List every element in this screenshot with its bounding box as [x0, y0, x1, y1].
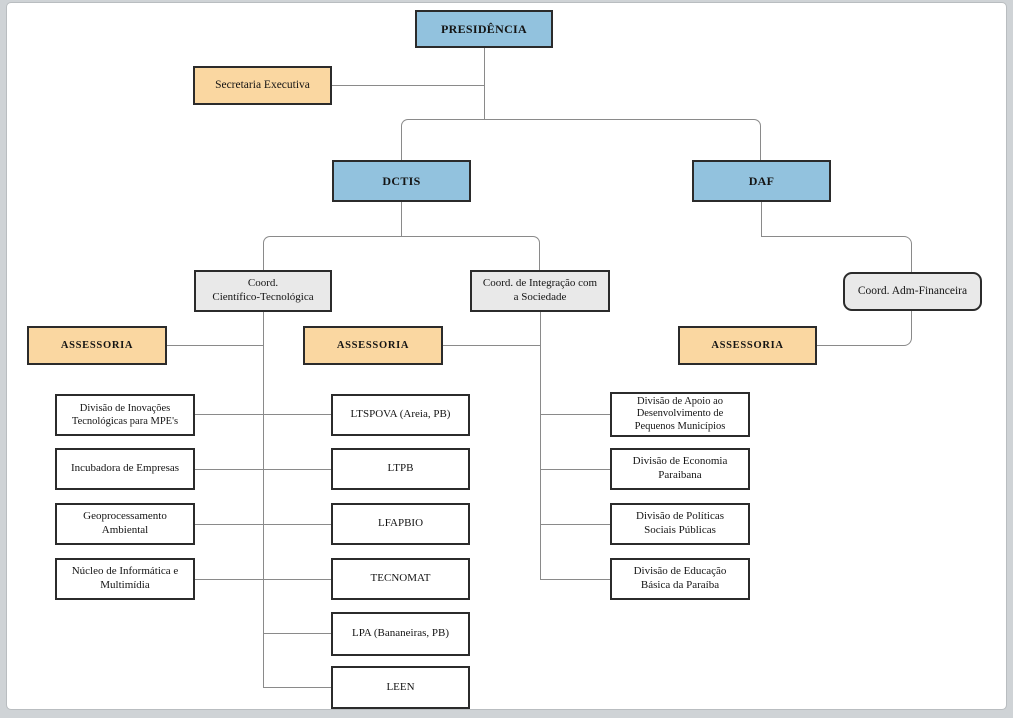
node-lpa: LPA (Bananeiras, PB)	[331, 612, 470, 656]
rung-row-6	[263, 687, 331, 688]
node-divisao-educacao: Divisão de Educação Básica da Paraíba	[610, 558, 750, 600]
node-divisao-apoio-municipios: Divisão de Apoio ao Desenvolvimento de P…	[610, 392, 750, 437]
node-divisao-politicas: Divisão de Políticas Sociais Públicas	[610, 503, 750, 545]
node-tecnomat: TECNOMAT	[331, 558, 470, 600]
node-daf: DAF	[692, 160, 831, 202]
node-assessoria-adm: ASSESSORIA	[678, 326, 817, 365]
node-incubadora-empresas: Incubadora de Empresas	[55, 448, 195, 490]
node-nucleo-informatica: Núcleo de Informática e Multimídia	[55, 558, 195, 600]
rung-row-3	[195, 524, 331, 525]
connector-split-dctis-daf	[401, 119, 761, 160]
connector-split-coordinations	[263, 236, 540, 270]
spine-integracao	[540, 312, 541, 580]
spine-cientifico	[263, 312, 264, 688]
node-assessoria-integracao: ASSESSORIA	[303, 326, 443, 365]
node-coord-integracao-sociedade: Coord. de Integração com a Sociedade	[470, 270, 610, 312]
node-presidencia: PRESIDÊNCIA	[415, 10, 553, 48]
stub-integracao-2	[540, 469, 610, 470]
node-leen: LEEN	[331, 666, 470, 709]
stub-integracao-4	[540, 579, 610, 580]
node-coord-cientifico-tecnologica: Coord. Científico-Tecnológica	[194, 270, 332, 312]
connector-daf-to-adm	[761, 236, 912, 272]
node-geoprocessamento: Geoprocessamento Ambiental	[55, 503, 195, 545]
node-lfapbio: LFAPBIO	[331, 503, 470, 545]
node-divisao-inovacoes: Divisão de Inovações Tecnológicas para M…	[55, 394, 195, 436]
connector-daf-down	[761, 202, 762, 236]
rung-row-4	[195, 579, 331, 580]
stub-integracao-3	[540, 524, 610, 525]
node-ltpb: LTPB	[331, 448, 470, 490]
node-assessoria-cientifico: ASSESSORIA	[27, 326, 167, 365]
stub-integracao-1	[540, 414, 610, 415]
rung-row-5	[263, 633, 331, 634]
node-ltspova: LTSPOVA (Areia, PB)	[331, 394, 470, 436]
connector-adm-to-assessoria	[817, 311, 912, 346]
rung-row-1	[195, 414, 331, 415]
rung-row-2	[195, 469, 331, 470]
node-coord-adm-financeira: Coord. Adm-Financeira	[843, 272, 982, 311]
node-dctis: DCTIS	[332, 160, 471, 202]
connector-secretaria	[332, 85, 484, 86]
connector-assessoria-2	[443, 345, 540, 346]
connector-assessoria-1	[167, 345, 263, 346]
connector-dctis-down	[401, 202, 402, 236]
connector-presidencia-down	[484, 48, 485, 119]
node-secretaria-executiva: Secretaria Executiva	[193, 66, 332, 105]
node-divisao-economia: Divisão de Economia Paraibana	[610, 448, 750, 490]
